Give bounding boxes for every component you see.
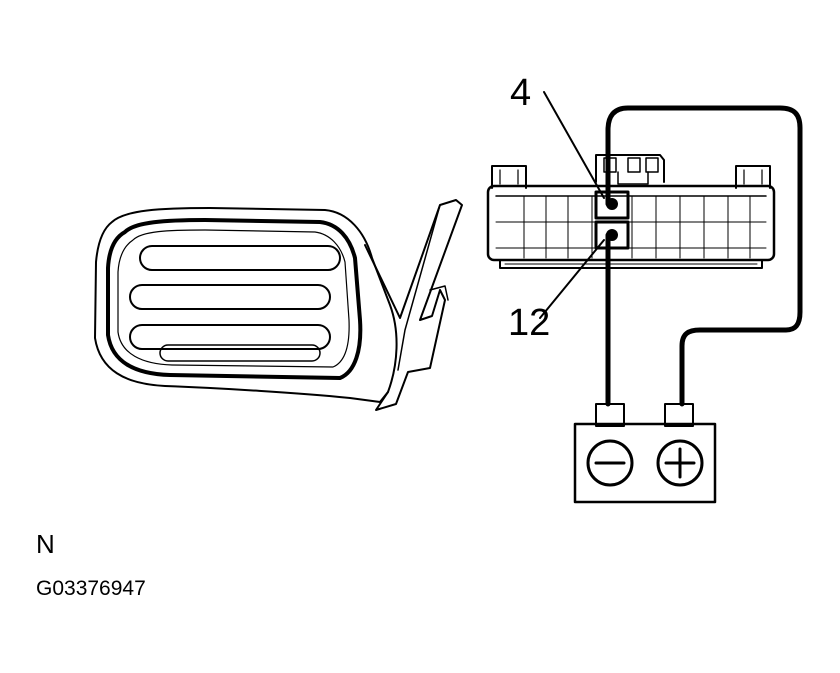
battery-illustration bbox=[573, 403, 717, 504]
battery-negative-terminal bbox=[586, 439, 634, 487]
pin-label-4: 4 bbox=[510, 72, 532, 114]
plus-icon bbox=[664, 447, 696, 479]
connector-illustration bbox=[486, 154, 776, 269]
pin-label-12: 12 bbox=[508, 302, 551, 344]
wiring bbox=[605, 105, 803, 407]
side-mirror-illustration bbox=[94, 199, 463, 411]
leader-lines bbox=[539, 91, 605, 319]
battery-positive-terminal bbox=[656, 439, 704, 487]
figure-code: G03376947 bbox=[36, 577, 146, 600]
view-letter: N bbox=[36, 529, 55, 559]
